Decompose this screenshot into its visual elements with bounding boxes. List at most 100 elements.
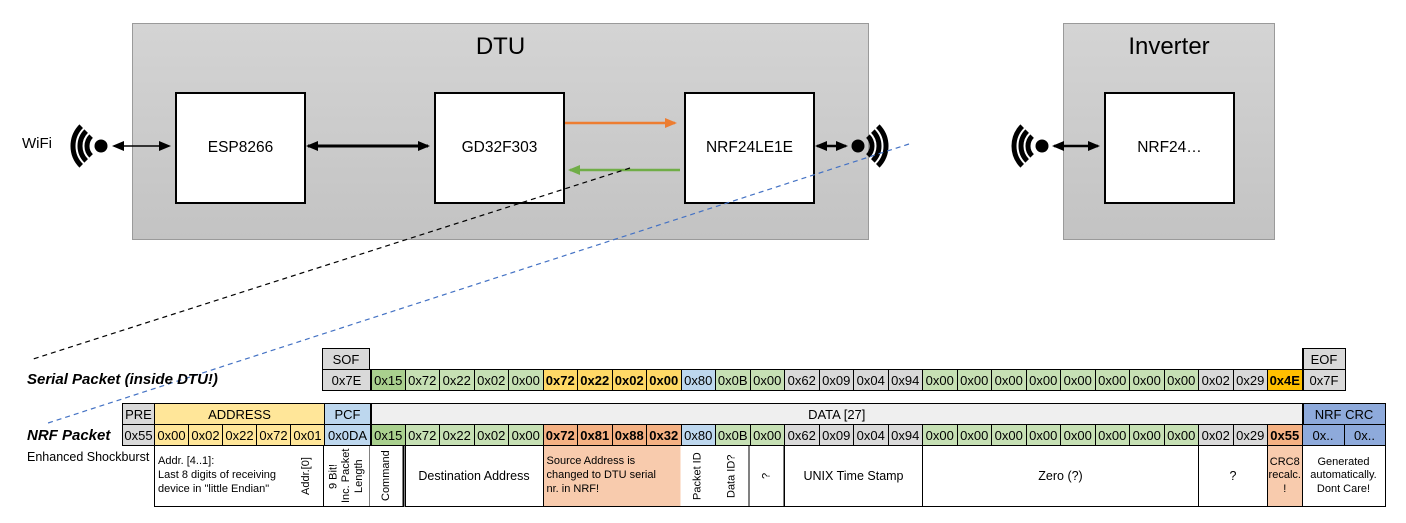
sof-byte: 0x7E <box>322 369 370 391</box>
chip-gd32f303: GD32F303 <box>434 92 565 204</box>
serial-byte-cell: 0x72 <box>542 369 577 391</box>
address-byte-cell: 0x22 <box>222 424 256 446</box>
nrf-byte-cell: 0x88 <box>611 424 646 446</box>
nrf-byte-cell: 0x00 <box>956 424 991 446</box>
nrf-byte-cell: 0x00 <box>508 424 543 446</box>
nrf-byte-cell: 0x32 <box>646 424 681 446</box>
serial-byte-cell: 0x00 <box>1060 369 1095 391</box>
serial-header-row: SOF EOF <box>322 348 1346 370</box>
eof-header: EOF <box>1301 348 1346 370</box>
nrf-byte-cell: 0x00 <box>922 424 957 446</box>
serial-byte-cell: 0x22 <box>439 369 474 391</box>
serial-byte-cell: 0x00 <box>1129 369 1164 391</box>
sof-header: SOF <box>322 348 370 370</box>
nrf-byte-cell: 0x04 <box>853 424 888 446</box>
annotation-cell: UNIX Time Stamp <box>784 445 922 507</box>
pre-header: PRE <box>122 403 154 425</box>
serial-byte-cell: 0x29 <box>1232 369 1267 391</box>
serial-byte-cell: 0x02 <box>473 369 508 391</box>
annotation-cell: ? <box>749 445 784 507</box>
inverter-title: Inverter <box>1128 33 1210 60</box>
chip-nrf24-inverter: NRF24… <box>1104 92 1235 204</box>
serial-byte-cell: 0x00 <box>1163 369 1198 391</box>
serial-byte-cell: 0x94 <box>887 369 922 391</box>
wifi-icon <box>1011 124 1049 168</box>
nrf-annotation-row: Addr. [4..1]: Last 8 digits of receiving… <box>154 445 1386 507</box>
nrf-packet-label: NRF Packet <box>27 427 111 444</box>
nrf-byte-cell: 0x02 <box>1198 424 1233 446</box>
serial-byte-cell: 0x00 <box>1025 369 1060 391</box>
serial-byte-cell: 0x62 <box>784 369 819 391</box>
address-byte-cell: 0x72 <box>256 424 290 446</box>
serial-header-spacer <box>370 348 1302 370</box>
serial-byte-cell: 0x00 <box>508 369 543 391</box>
pcf-byte: 0x0DA <box>324 424 370 446</box>
serial-byte-cell: 0x00 <box>991 369 1026 391</box>
nrf-crc-byte-cell: 0x.. <box>1301 424 1344 446</box>
serial-byte-cell: 0x0B <box>715 369 750 391</box>
serial-packet-label: Serial Packet (inside DTU!) <box>27 371 218 388</box>
nrf-byte-cell: 0x22 <box>439 424 474 446</box>
nrf-byte-cell: 0x00 <box>1129 424 1164 446</box>
annotation-cell: 9 Bit! Inc. Packet Length <box>324 445 370 507</box>
nrf-byte-cell: 0x09 <box>818 424 853 446</box>
nrf-byte-cell: 0x00 <box>1025 424 1060 446</box>
data-header: DATA [27] <box>370 403 1302 425</box>
serial-byte-cell: 0x04 <box>853 369 888 391</box>
serial-byte-cell: 0x72 <box>404 369 439 391</box>
serial-byte-cell: 0x00 <box>956 369 991 391</box>
nrf-byte-cell: 0x55 <box>1267 424 1302 446</box>
dtu-title: DTU <box>475 33 526 60</box>
nrf-byte-cell: 0x00 <box>1094 424 1129 446</box>
nrf-byte-cell: 0x02 <box>473 424 508 446</box>
nrf-byte-cell: 0x0B <box>715 424 750 446</box>
serial-byte-cell: 0x09 <box>818 369 853 391</box>
annotation-cell: Addr. [4..1]: Last 8 digits of receiving… <box>154 445 290 507</box>
annotation-cell: Addr.[0] <box>290 445 324 507</box>
nrf-byte-cell: 0x29 <box>1232 424 1267 446</box>
address-header: ADDRESS <box>154 403 324 425</box>
nrf-crc-byte-cell: 0x.. <box>1343 424 1386 446</box>
serial-byte-cell: 0x00 <box>1094 369 1129 391</box>
nrf-byte-cell: 0x80 <box>680 424 715 446</box>
nrf-packet-table: PRE ADDRESS PCF DATA [27] NRF CRC 0x55 0… <box>122 403 1386 507</box>
wifi-label: WiFi <box>22 135 52 152</box>
nrf-byte-cell: 0x00 <box>1060 424 1095 446</box>
annotation-cell: Packet ID <box>680 445 715 507</box>
serial-byte-cell: 0x22 <box>577 369 612 391</box>
nrf-byte-cell: 0x72 <box>542 424 577 446</box>
nrf-crc-header: NRF CRC <box>1301 403 1386 425</box>
serial-byte-cell: 0x00 <box>646 369 681 391</box>
annotation-cell: Data ID? <box>715 445 750 507</box>
address-byte-cell: 0x01 <box>290 424 324 446</box>
enhanced-shockburst-label: Enhanced Shockburst <box>27 450 150 464</box>
serial-byte-cell: 0x00 <box>922 369 957 391</box>
nrf-byte-cell: 0x81 <box>577 424 612 446</box>
annotation-cell: Zero (?) <box>922 445 1198 507</box>
annotation-cell: Source Address is changed to DTU serial … <box>542 445 681 507</box>
annotation-cell: Generated automatically. Dont Care! <box>1301 445 1386 507</box>
nrf-byte-cell: 0x00 <box>991 424 1026 446</box>
nrf-byte-cell: 0x62 <box>784 424 819 446</box>
nrf-byte-cell: 0x72 <box>404 424 439 446</box>
nrf-byte-cell: 0x00 <box>1163 424 1198 446</box>
annotation-cell: Command <box>370 445 405 507</box>
chip-esp8266: ESP8266 <box>175 92 306 204</box>
address-byte-cell: 0x00 <box>154 424 188 446</box>
pre-byte: 0x55 <box>122 424 154 446</box>
serial-byte-cell: 0x02 <box>611 369 646 391</box>
annotation-cell: ? <box>1198 445 1267 507</box>
nrf-byte-cell: 0x15 <box>370 424 405 446</box>
nrf-header-row: PRE ADDRESS PCF DATA [27] NRF CRC <box>122 403 1386 425</box>
serial-byte-cell: 0x15 <box>370 369 405 391</box>
nrf-byte-cell: 0x00 <box>749 424 784 446</box>
annotation-cell: CRC8 recalc. ! <box>1267 445 1302 507</box>
serial-byte-cell: 0x4E <box>1267 369 1302 391</box>
address-byte-cell: 0x02 <box>188 424 222 446</box>
serial-byte-cell: 0x80 <box>680 369 715 391</box>
annotation-cell: Destination Address <box>404 445 543 507</box>
